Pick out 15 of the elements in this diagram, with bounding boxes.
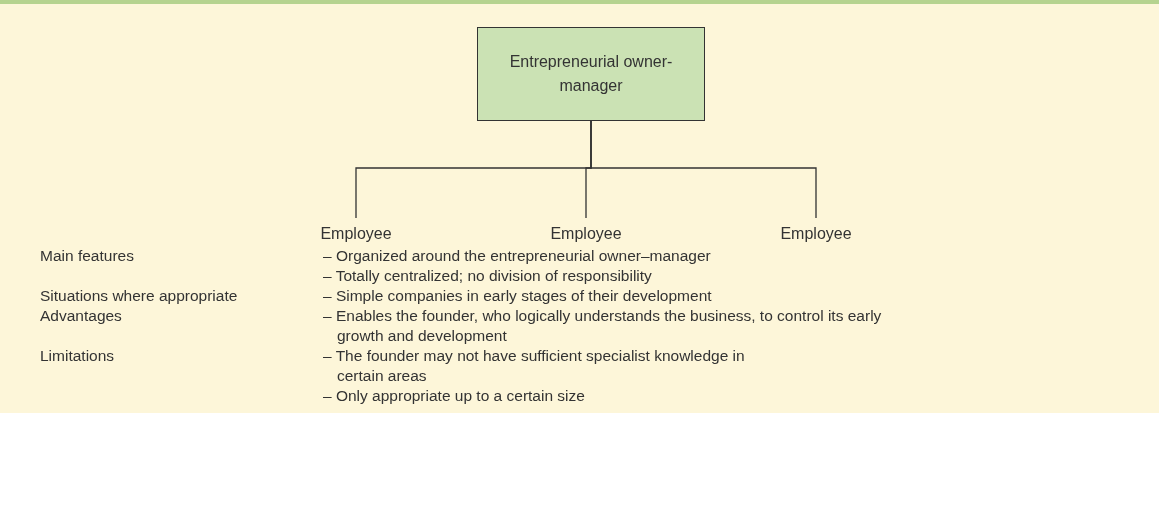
connector-line: [590, 120, 817, 219]
table-text: – Enables the founder, who logically understands the business, to control its early growth and development: [323, 306, 883, 346]
table-text: – Only appropriate up to a certain size: [323, 386, 586, 406]
table-text: – Totally centralized; no division of responsibility: [323, 266, 653, 286]
employee-label: Employee: [306, 222, 406, 246]
employee-label: Employee: [536, 222, 636, 246]
table-text: Main features: [40, 246, 135, 266]
manager-box: Entrepreneurial owner-manager: [477, 27, 705, 121]
table-text: Situations where appropriate: [40, 286, 239, 306]
table-text: Advantages: [40, 306, 123, 326]
table-text: Limitations: [40, 346, 116, 366]
table-text: – The founder may not have sufficient specialist knowledge in certain areas: [323, 346, 746, 386]
table-text: – Simple companies in early stages of their development: [323, 286, 713, 306]
employee-label: Employee: [766, 222, 866, 246]
table-text: – Organized around the entrepreneurial owner–manager: [323, 246, 712, 266]
